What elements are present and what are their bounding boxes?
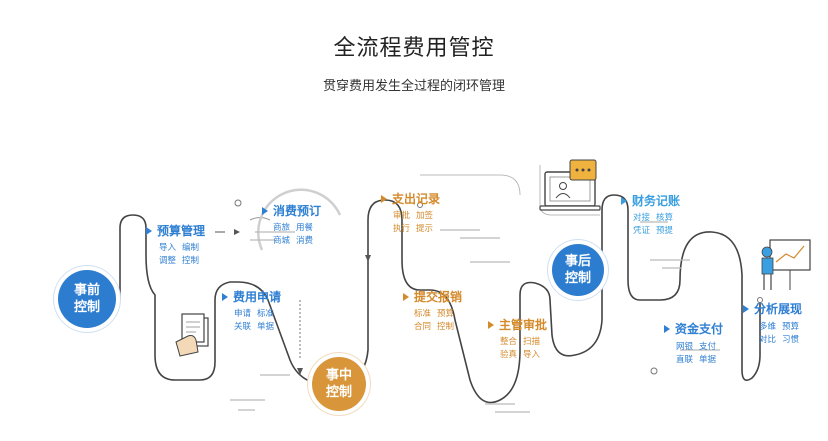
stage-expense-tags: 审批加签 执行提示 [393, 210, 439, 236]
arrow-head [365, 255, 371, 262]
node-post-line2: 控制 [564, 271, 591, 286]
page-subtitle: 贯穿费用发生全过程的闭环管理 [322, 79, 505, 94]
tag: 合同 [414, 322, 432, 332]
flow-dot [234, 199, 242, 207]
triangle-icon [262, 206, 268, 215]
arrow-head [234, 229, 240, 235]
stage-accounting: 财务记账 [621, 192, 680, 209]
triangle-icon [403, 292, 409, 301]
tag: 用餐 [296, 223, 314, 233]
triangle-icon [488, 320, 494, 329]
tag: 单据 [257, 322, 275, 332]
stage-reimburse-label: 提交报销 [414, 290, 463, 304]
tag: 预提 [656, 226, 674, 236]
flow-arc [539, 165, 600, 216]
stage-budget-tags: 导入编制 调整控制 [159, 242, 205, 268]
stage-expense-label: 支出记录 [392, 192, 441, 206]
tag: 单据 [699, 355, 717, 365]
document-hand-icon [175, 313, 209, 357]
node-mid-line1: 事中 [325, 368, 352, 383]
stage-accounting-label: 财务记账 [632, 194, 681, 208]
presenter-chart-icon [761, 239, 811, 290]
tag: 加签 [416, 211, 434, 221]
tag: 调整 [159, 256, 177, 266]
tag: 扫描 [523, 337, 541, 347]
stage-booking: 消费预订 [262, 202, 321, 219]
node-post-line1: 事后 [564, 254, 591, 269]
node-pre-control: 事前 控制 [58, 270, 116, 328]
stage-reimburse-tags: 标准预算 合同控制 [414, 308, 460, 334]
tag: 支付 [699, 342, 717, 352]
tag: 执行 [393, 224, 411, 234]
triangle-icon [664, 324, 670, 333]
flow-line [329, 194, 761, 404]
tag: 关联 [234, 322, 252, 332]
flow-line [95, 214, 331, 386]
tag: 控制 [182, 256, 200, 266]
page-title: 全流程费用管控 [333, 36, 495, 61]
node-pre-line2: 控制 [73, 300, 100, 315]
tag: 标准 [414, 309, 432, 319]
stage-budget-label: 预算管理 [157, 224, 206, 238]
triangle-icon [621, 196, 627, 205]
node-pre-line1: 事前 [73, 283, 100, 298]
triangle-icon [381, 194, 387, 203]
tag: 对比 [759, 335, 777, 345]
decorative-dashes [230, 221, 720, 413]
node-mid-line2: 控制 [325, 385, 352, 400]
stage-approve-label: 主管审批 [499, 318, 548, 332]
tag: 网银 [676, 342, 694, 352]
flow-dot [650, 367, 658, 375]
stage-payment: 资金支付 [664, 320, 723, 337]
node-mid-control: 事中 控制 [312, 357, 366, 411]
stage-analysis-label: 分析展现 [754, 302, 803, 316]
tag: 核算 [656, 213, 674, 223]
triangle-icon [146, 226, 152, 235]
tag: 申请 [234, 309, 252, 319]
tag: 提示 [416, 224, 434, 234]
tag: 习惯 [782, 335, 800, 345]
tag: 导入 [159, 243, 177, 253]
stage-apply: 费用申请 [222, 288, 281, 305]
stage-apply-label: 费用申请 [233, 290, 282, 304]
tag: 多维 [759, 322, 777, 332]
stage-approve-tags: 整合扫描 验真导入 [500, 336, 546, 362]
stage-payment-label: 资金支付 [675, 322, 724, 336]
arrow-head [297, 368, 303, 375]
tag: 消费 [296, 236, 314, 246]
stage-reimburse: 提交报销 [403, 288, 462, 305]
tag: 标准 [257, 309, 275, 319]
tag: 验真 [500, 350, 518, 360]
tag: 商城 [273, 236, 291, 246]
stage-apply-tags: 申请标准 关联单据 [234, 308, 280, 334]
monitor-chat-icon [539, 159, 601, 211]
node-post-control: 事后 控制 [552, 244, 604, 296]
tag: 审批 [393, 211, 411, 221]
triangle-icon [222, 292, 228, 301]
tag: 凭证 [633, 226, 651, 236]
stage-payment-tags: 网银支付 直联单据 [676, 341, 722, 367]
stage-booking-tags: 商旅用餐 商城消费 [273, 222, 319, 248]
flow-dot [757, 297, 763, 303]
tag: 控制 [437, 322, 455, 332]
triangle-icon [743, 304, 749, 313]
stage-analysis: 分析展现 [743, 300, 802, 317]
tag: 预算 [782, 322, 800, 332]
stage-accounting-tags: 对接核算 凭证预提 [633, 212, 679, 238]
stage-expense: 支出记录 [381, 190, 440, 207]
flow-arc [420, 174, 521, 196]
tag: 直联 [676, 355, 694, 365]
flow-dot [417, 202, 423, 208]
tag: 商旅 [273, 223, 291, 233]
tag: 整合 [500, 337, 518, 347]
stage-booking-label: 消费预订 [273, 204, 322, 218]
stage-analysis-tags: 多维预算 对比习惯 [759, 321, 805, 347]
tag: 对接 [633, 213, 651, 223]
tag: 预算 [437, 309, 455, 319]
tag: 导入 [523, 350, 541, 360]
tag: 编制 [182, 243, 200, 253]
stage-budget: 预算管理 [146, 222, 205, 239]
stage-approve: 主管审批 [488, 316, 547, 333]
